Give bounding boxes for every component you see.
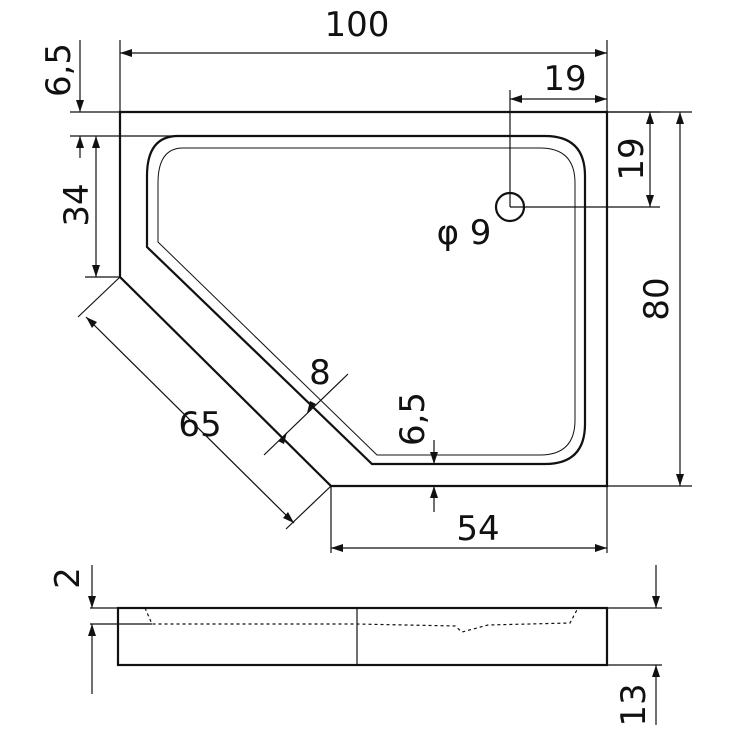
dim-drain-y: 19 [612, 137, 652, 180]
dim-bottom-width: 54 [456, 509, 499, 549]
dim-width-total: 100 [325, 5, 390, 45]
tray-outer-outline [118, 110, 609, 488]
dim-offset-top: 6,5 [39, 43, 79, 97]
dim-diagonal: 65 [178, 405, 221, 445]
dim-height-total: 80 [637, 277, 677, 320]
profile-outline [116, 606, 609, 667]
profile-basin-line [144, 607, 579, 633]
dim-side-left: 34 [57, 183, 97, 226]
tray-inner-edge [157, 147, 576, 456]
dim-profile-top: 2 [48, 567, 88, 589]
dim-rim-width: 8 [309, 353, 331, 393]
dim-drain-diameter: φ 9 [437, 213, 492, 253]
dim-inner-offset-bottom: 6,5 [393, 392, 433, 446]
dim-profile-height: 13 [614, 683, 654, 726]
tray-inner-outline [145, 134, 587, 466]
dim-drain-x: 19 [543, 59, 586, 99]
